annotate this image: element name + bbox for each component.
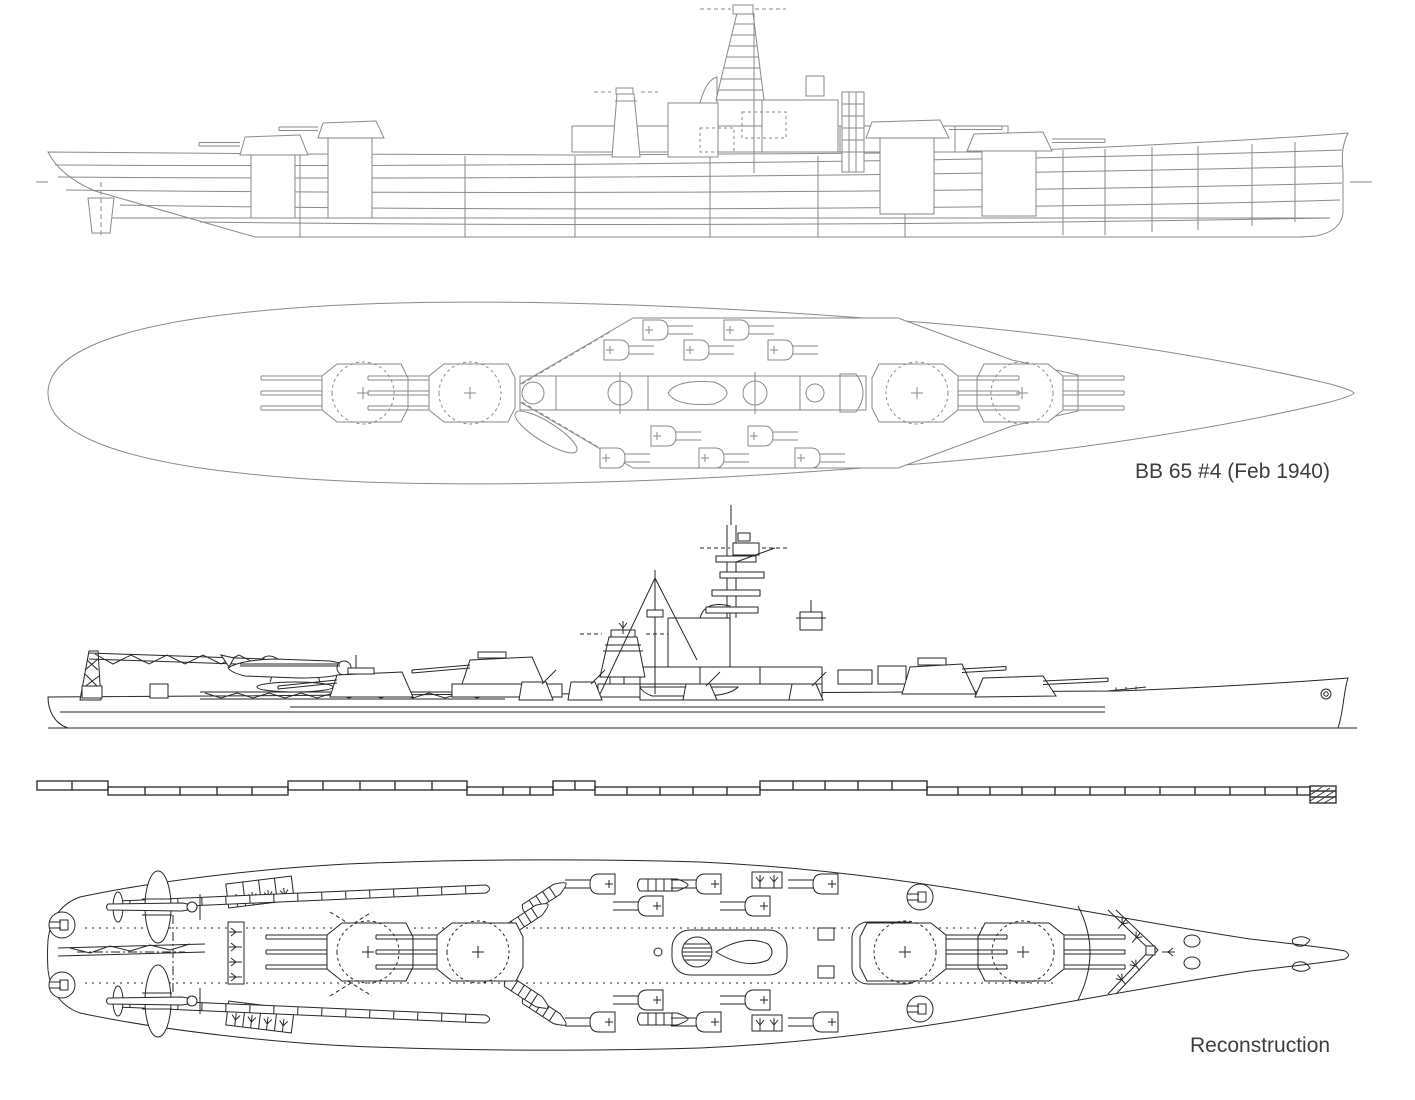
fore-turrets-bb65 [865,119,1106,217]
boat-plan-bb65 [514,410,578,454]
bridge-block-bb65 [667,102,719,158]
uptake-fairing [667,381,728,405]
funnel-recon [599,636,646,678]
hawse-pipe [1183,934,1201,948]
breakwater-profile [1107,686,1147,692]
midship-superstructure-recon [580,505,907,701]
splinter-arc [1077,905,1091,1001]
label-bb65: BB 65 #4 (Feb 1940) [1135,460,1330,483]
fore-turrets-recon [901,657,1109,698]
bridge-recon [667,617,731,668]
plan-view-reconstruction [47,859,1349,1051]
main-mast [599,570,698,695]
superstructure-plan-bb65 [514,317,1079,469]
bow-fittings-plan [1077,905,1311,1001]
aft-turrets-bb65 [198,120,385,219]
stern-fittings-plan [48,876,294,1033]
hull-profile-recon [47,677,1349,729]
anchor-hawse [1320,688,1332,700]
anchor-recess [1291,936,1311,947]
aft-funnel-bb65 [611,93,641,158]
plan-view-bb65 [47,301,1355,485]
armor-deck-strip [36,780,1337,804]
profile-view-reconstruction [47,505,1357,729]
profile-view-bb65 [36,4,1372,238]
aft-director [799,611,823,631]
hawse-pipe [1183,956,1201,970]
secondary-mounts-recon [518,669,827,701]
aft-turrets-recon [277,651,563,698]
label-reconstruction: Reconstruction [1190,1034,1330,1057]
superstructure-bb65 [571,4,1009,173]
anchor-recess [1291,961,1311,972]
hatched-end-block [1309,785,1337,804]
